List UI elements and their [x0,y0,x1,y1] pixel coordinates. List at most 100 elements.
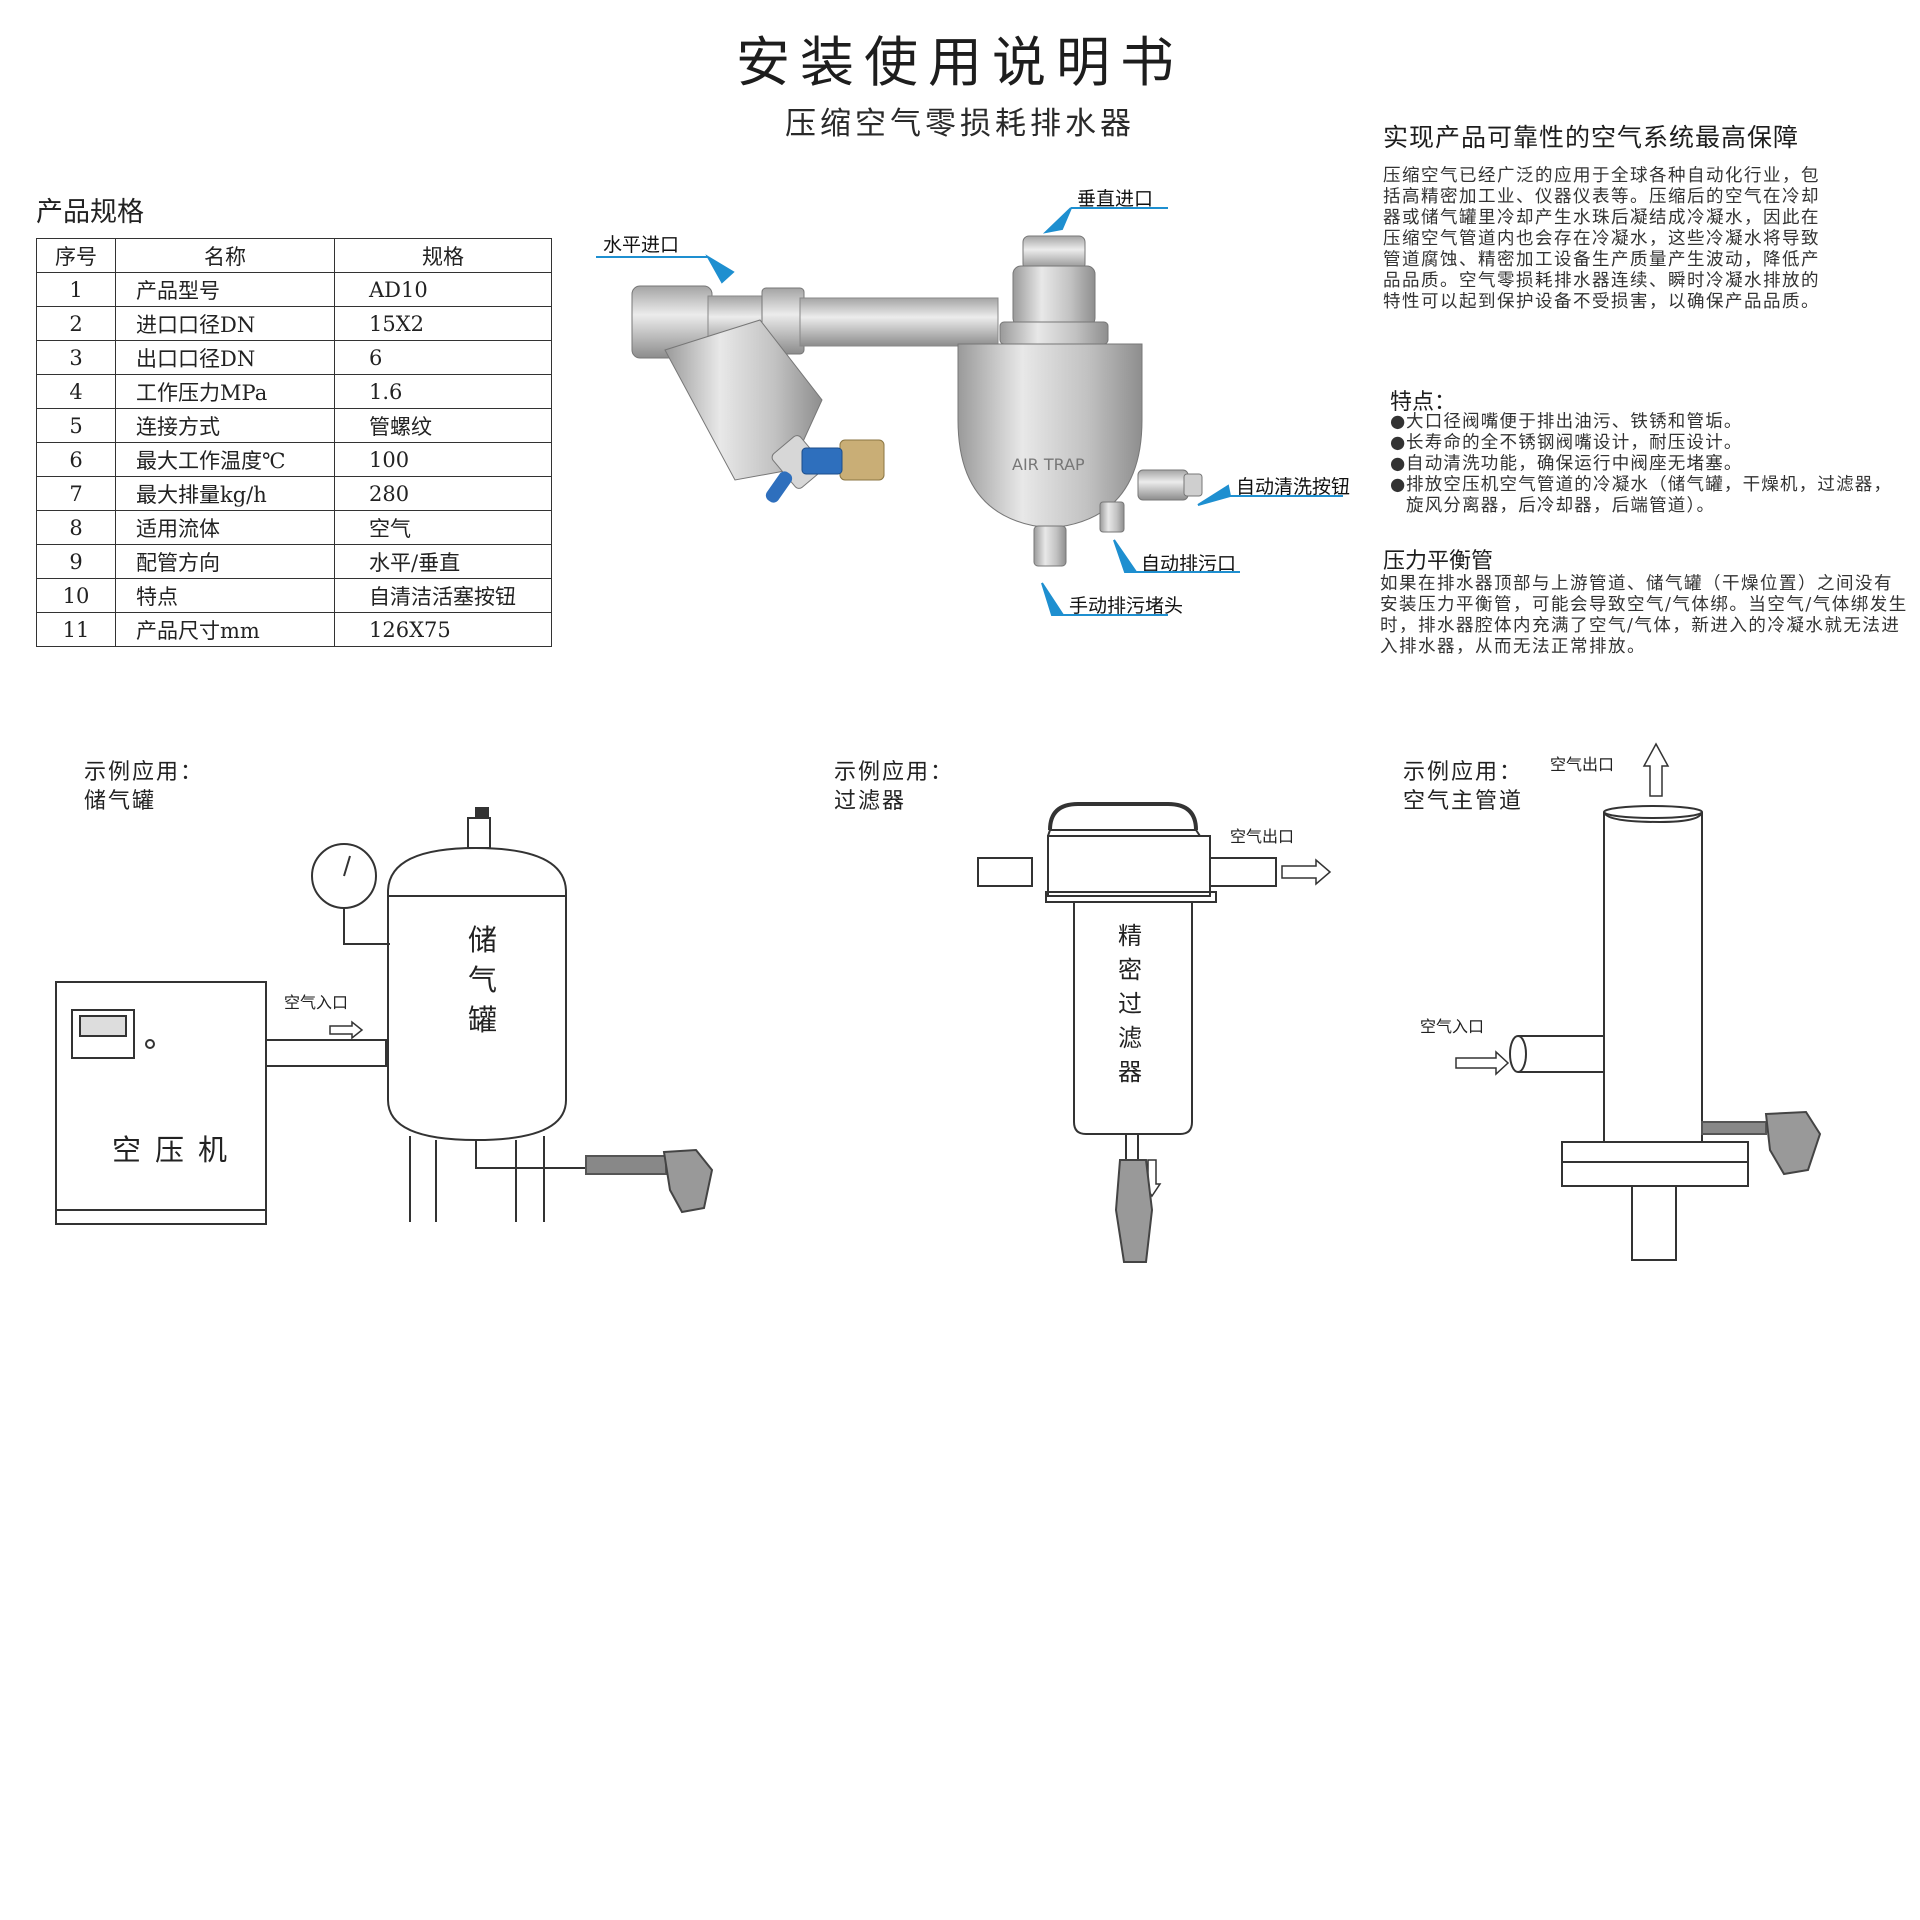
compressor-panel [71,1009,135,1059]
tank-label-char: 气 [468,963,497,997]
spec-name-cell: 进口口径DN [115,306,335,341]
leader-arrow [705,254,735,284]
feature-item: ●长寿命的全不锈钢阀嘴设计，耐压设计。 [1390,433,1910,454]
pipe-flange-top [1561,1141,1749,1163]
spec-value-cell: AD10 [334,272,552,307]
leader-arrow [1042,207,1072,234]
main-pipe-air-in-label: 空气入口 [1420,1017,1484,1036]
valve-top [475,807,489,819]
example-main-pipe-label: 示例应用： 空气主管道 [1403,758,1523,816]
manual-drain-plug [1033,525,1067,567]
filter-label-char: 器 [1118,1058,1142,1086]
gauge-pipe [343,908,390,945]
bullet-icon: ● [1390,412,1407,432]
pressure-balance-title: 压力平衡管 [1383,549,1494,574]
auto-clean-button [1137,469,1189,501]
feature-item: ●自动清洗功能，确保运行中阀座无堵塞。 [1390,454,1910,475]
inlet-opening [1509,1035,1527,1073]
spec-value-cell: 280 [334,476,552,511]
compressor-box [55,981,267,1225]
feature-item: ●排放空压机空气管道的冷凝水（储气罐，干燥机，过滤器，旋风分离器，后冷却器，后端… [1390,475,1910,517]
body-flange [999,321,1109,345]
drain-hose [1701,1121,1767,1135]
filter-head [1047,835,1211,897]
feature-text: 排放空压机空气管道的冷凝水（储气罐，干燥机，过滤器，旋风分离器，后冷却器，后端管… [1406,475,1893,516]
drain-hose [585,1155,667,1175]
compressor-label: 空压机 [112,1133,241,1167]
example-label-line: 示例应用： [1403,760,1524,785]
spec-name-cell: 配管方向 [115,544,335,579]
spec-value-cell: 水平/垂直 [334,544,552,579]
filter-inlet-pipe [977,857,1033,887]
spec-value-cell: 126X75 [334,612,552,647]
compressor-display [79,1015,127,1037]
col-header-name: 名称 [115,238,335,273]
example-filter-label: 示例应用： 过滤器 [834,758,954,816]
spec-name-cell: 出口口径DN [115,340,335,375]
filter-label-char: 精 [1118,922,1142,950]
spec-name-cell: 产品尺寸mm [115,612,335,647]
tank-label-char: 罐 [468,1003,497,1037]
vertical-inlet-cap [1022,235,1086,271]
example-filter-diagram [977,802,1332,1263]
filter-outlet-pipe [1209,857,1277,887]
pressure-balance-paragraph: 如果在排水器顶部与上游管道、储气罐（干燥位置）之间没有安装压力平衡管，可能会导致… [1380,574,1908,657]
spec-value-cell: 空气 [334,510,552,545]
filter-handle [1048,802,1198,831]
filter-air-out-label: 空气出口 [1230,827,1294,846]
air-in-arrow-icon [329,1020,364,1040]
document-subtitle: 压缩空气零损耗排水器 [785,106,1135,142]
trap-bowl [957,343,1143,529]
filter-drain-stub [1125,1133,1139,1163]
tank-label-char: 储 [468,923,497,957]
filter-label-char: 密 [1118,956,1142,984]
upper-body [1012,265,1096,327]
spec-index-cell: 4 [36,374,116,409]
drain-pipe [475,1140,586,1169]
pipe-stub [1631,1185,1677,1261]
callout-vertical-inlet: 垂直进口 [1077,188,1154,210]
callout-leaders [596,207,1343,616]
brass-fitting [839,439,885,481]
drain-trap-icon [1114,1159,1154,1263]
feature-text: 长寿命的全不锈钢阀嘴设计，耐压设计。 [1406,433,1743,453]
example-label-line: 储气罐 [84,789,157,814]
air-out-arrow-icon [1642,742,1670,797]
example-label-line: 示例应用： [84,760,205,785]
callout-auto-drain-port: 自动排污口 [1141,553,1237,575]
spec-index-cell: 10 [36,578,116,613]
y-strainer [664,319,823,481]
feature-item: ●大口径阀嘴便于排出油污、铁锈和管垢。 [1390,412,1910,433]
safety-valve [467,817,491,849]
spec-name-cell: 适用流体 [115,510,335,545]
drain-trap-icon [1764,1110,1822,1176]
bullet-icon: ● [1390,433,1407,453]
filter-label-char: 滤 [1118,1024,1142,1052]
example-label-line: 过滤器 [834,789,907,814]
drain-trap-icon [662,1148,714,1214]
body-marking: AIR TRAP [1012,455,1085,474]
spec-value-cell: 1.6 [334,374,552,409]
inlet-branch [1518,1035,1604,1073]
info-title: 实现产品可靠性的空气系统最高保障 [1383,123,1800,152]
spec-index-cell: 2 [36,306,116,341]
leader-arrow [1041,582,1065,616]
pipe-top-cap [1603,811,1703,824]
spec-value-cell: 管螺纹 [334,408,552,443]
spec-index-cell: 5 [36,408,116,443]
air-pipe [265,1039,387,1067]
example-tank-diagram [55,807,714,1225]
auto-drain-outlet [1099,501,1125,533]
spec-value-cell: 自清洁活塞按钮 [334,578,552,613]
pipe-opening [1603,805,1703,819]
example-label-line: 示例应用： [834,760,955,785]
spec-name-cell: 工作压力MPa [115,374,335,409]
spec-index-cell: 3 [36,340,116,375]
